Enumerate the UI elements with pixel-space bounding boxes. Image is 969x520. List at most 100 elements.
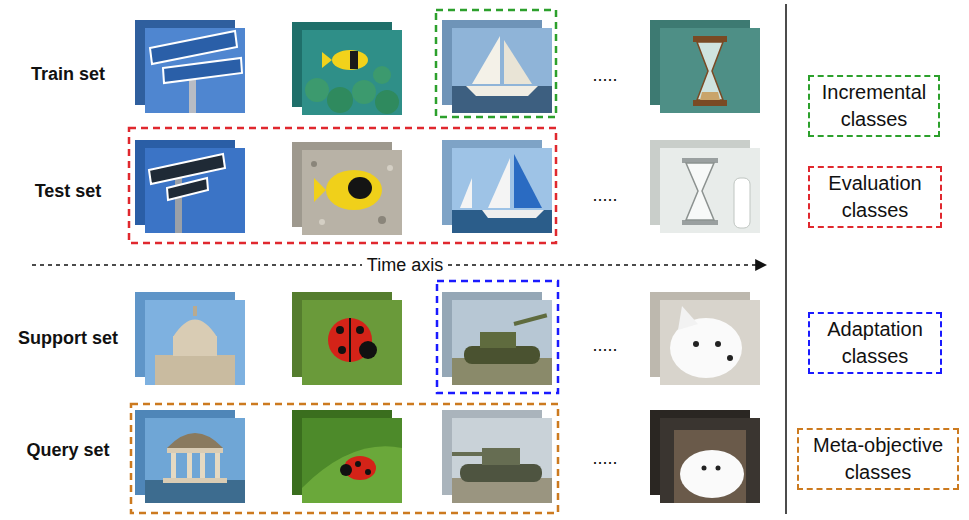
hourglass-photo <box>693 36 727 42</box>
fish-photo <box>373 66 391 84</box>
sailboat-photo <box>452 148 552 233</box>
fish-photo <box>292 22 402 115</box>
fish-photo <box>352 80 376 104</box>
evaluation-highlight <box>129 128 556 243</box>
fish-photo <box>378 216 386 224</box>
street-sign-photo <box>135 20 245 113</box>
dome-photo <box>155 355 235 385</box>
sailboat-photo <box>460 178 472 208</box>
fish-photo <box>332 50 368 70</box>
fox-photo <box>650 410 760 503</box>
street-sign-photo <box>145 148 245 233</box>
ladybug-photo <box>349 318 351 362</box>
ladybug-photo <box>356 326 364 334</box>
class-label: Evaluation classes <box>816 170 934 224</box>
meta-objective-highlight <box>131 404 558 513</box>
ellipsis-label: ..... <box>592 447 617 469</box>
fox-photo <box>715 341 721 347</box>
dome-photo <box>145 300 245 385</box>
separator-line <box>785 4 787 514</box>
tank-photo <box>464 346 540 364</box>
dome-photo <box>173 336 217 356</box>
tank-photo <box>452 300 552 385</box>
class-label: Adaptation classes <box>816 316 934 370</box>
tank-photo <box>442 292 552 385</box>
fish-photo <box>319 219 325 225</box>
row-label: Query set <box>26 439 109 461</box>
hourglass-photo <box>650 140 760 233</box>
street-sign-photo <box>135 140 245 233</box>
street-sign-photo <box>149 154 225 184</box>
hourglass-photo <box>660 28 760 113</box>
fish-photo <box>387 165 393 171</box>
dome-photo <box>193 306 197 316</box>
tank-photo <box>513 313 547 326</box>
pavilion-photo <box>135 410 245 503</box>
fox-photo <box>650 292 760 385</box>
tank-photo <box>452 418 552 503</box>
class-legend-box: Meta-objective classes <box>797 428 959 490</box>
street-sign-photo <box>145 28 245 113</box>
sailboat-photo <box>488 158 510 208</box>
sailboat-photo <box>452 28 552 113</box>
class-legend-box: Adaptation classes <box>808 312 942 374</box>
ladybug-photo <box>292 292 402 385</box>
ladybug-photo <box>340 464 352 476</box>
ellipsis-label: ..... <box>592 64 617 86</box>
ladybug-photo <box>302 446 402 503</box>
fish-photo <box>311 161 317 167</box>
pavilion-photo <box>187 453 192 479</box>
tank-photo <box>480 332 516 348</box>
pavilion-photo <box>215 453 220 479</box>
hourglass-photo <box>650 20 760 113</box>
ladybug-photo <box>292 410 402 503</box>
class-label: Meta-objective classes <box>805 432 951 486</box>
ladybug-photo <box>365 469 371 475</box>
pavilion-photo <box>167 448 223 453</box>
row-label: Train set <box>31 63 105 85</box>
adaptation-highlight <box>437 281 558 393</box>
tank-photo <box>482 448 520 465</box>
fish-photo <box>302 30 402 115</box>
tank-photo <box>442 410 552 503</box>
fish-photo <box>326 170 382 210</box>
class-legend-box: Evaluation classes <box>808 166 942 228</box>
hourglass-photo <box>734 178 750 228</box>
ellipsis-label: ..... <box>592 334 617 356</box>
sailboat-photo <box>442 20 552 113</box>
ladybug-photo <box>302 300 402 385</box>
street-sign-photo <box>150 31 237 64</box>
hourglass-photo <box>660 148 760 233</box>
sailboat-photo <box>442 140 552 233</box>
hourglass-photo <box>700 92 720 100</box>
fox-photo <box>727 355 733 361</box>
axis-label: Time axis <box>362 254 448 276</box>
hourglass-photo <box>697 42 723 100</box>
sailboat-photo <box>452 86 552 113</box>
pavilion-photo <box>167 433 223 448</box>
fox-photo <box>660 300 760 385</box>
ladybug-photo <box>355 461 361 467</box>
ladybug-photo <box>336 326 344 334</box>
hourglass-photo <box>686 163 714 220</box>
row-label: Support set <box>18 327 118 349</box>
class-label: Incremental classes <box>816 79 932 133</box>
fish-photo <box>314 178 326 202</box>
street-sign-photo <box>163 58 242 83</box>
fish-photo <box>302 150 402 235</box>
fish-photo <box>375 90 399 114</box>
row-label: Test set <box>35 180 102 202</box>
sailboat-photo <box>466 86 538 96</box>
pavilion-photo <box>145 418 245 503</box>
fish-photo <box>322 52 332 68</box>
fox-photo <box>693 341 699 347</box>
fish-photo <box>305 78 329 102</box>
class-legend-box: Incremental classes <box>808 75 940 137</box>
fox-photo <box>702 466 707 471</box>
fish-photo <box>348 177 372 199</box>
dome-photo <box>173 320 217 338</box>
fish-photo <box>350 51 358 69</box>
ladybug-photo <box>302 418 402 503</box>
ladybug-photo <box>359 341 377 359</box>
ladybug-photo <box>338 346 346 354</box>
